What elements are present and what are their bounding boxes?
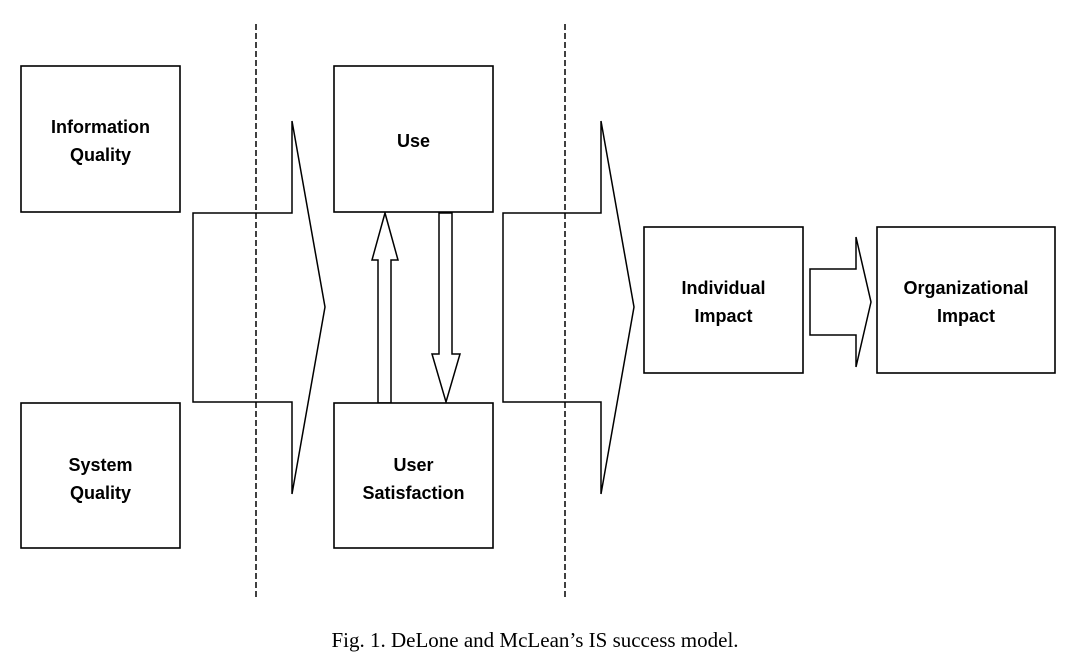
box-system-quality-line-2: Quality bbox=[70, 483, 131, 503]
arrow-use-to-satisfaction bbox=[431, 212, 461, 405]
box-information-quality-line-2: Quality bbox=[70, 145, 131, 165]
box-information-quality: Information Quality bbox=[20, 65, 181, 213]
block-arrow-quality-to-use bbox=[192, 120, 326, 495]
box-individual-impact-line-1: Individual bbox=[681, 278, 765, 298]
box-individual-impact: Individual Impact bbox=[643, 226, 804, 374]
block-arrow-individual-to-organizational bbox=[809, 236, 872, 368]
box-information-quality-line-1: Information bbox=[51, 117, 150, 137]
box-organizational-impact-line-2: Impact bbox=[937, 306, 995, 326]
box-individual-impact-line-2: Impact bbox=[694, 306, 752, 326]
box-user-satisfaction-line-1: User bbox=[393, 455, 433, 475]
box-organizational-impact-line-1: Organizational bbox=[903, 278, 1028, 298]
block-arrow-use-to-individual-impact bbox=[502, 120, 635, 495]
box-use-line-1: Use bbox=[397, 131, 430, 151]
box-use: Use bbox=[333, 65, 494, 213]
box-user-satisfaction-line-2: Satisfaction bbox=[362, 483, 464, 503]
arrow-satisfaction-to-use bbox=[371, 210, 399, 404]
box-system-quality: System Quality bbox=[20, 402, 181, 549]
figure-caption: Fig. 1. DeLone and McLean’s IS success m… bbox=[331, 628, 739, 652]
box-user-satisfaction: User Satisfaction bbox=[333, 402, 494, 549]
box-system-quality-line-1: System bbox=[68, 455, 132, 475]
box-organizational-impact: Organizational Impact bbox=[876, 226, 1056, 374]
